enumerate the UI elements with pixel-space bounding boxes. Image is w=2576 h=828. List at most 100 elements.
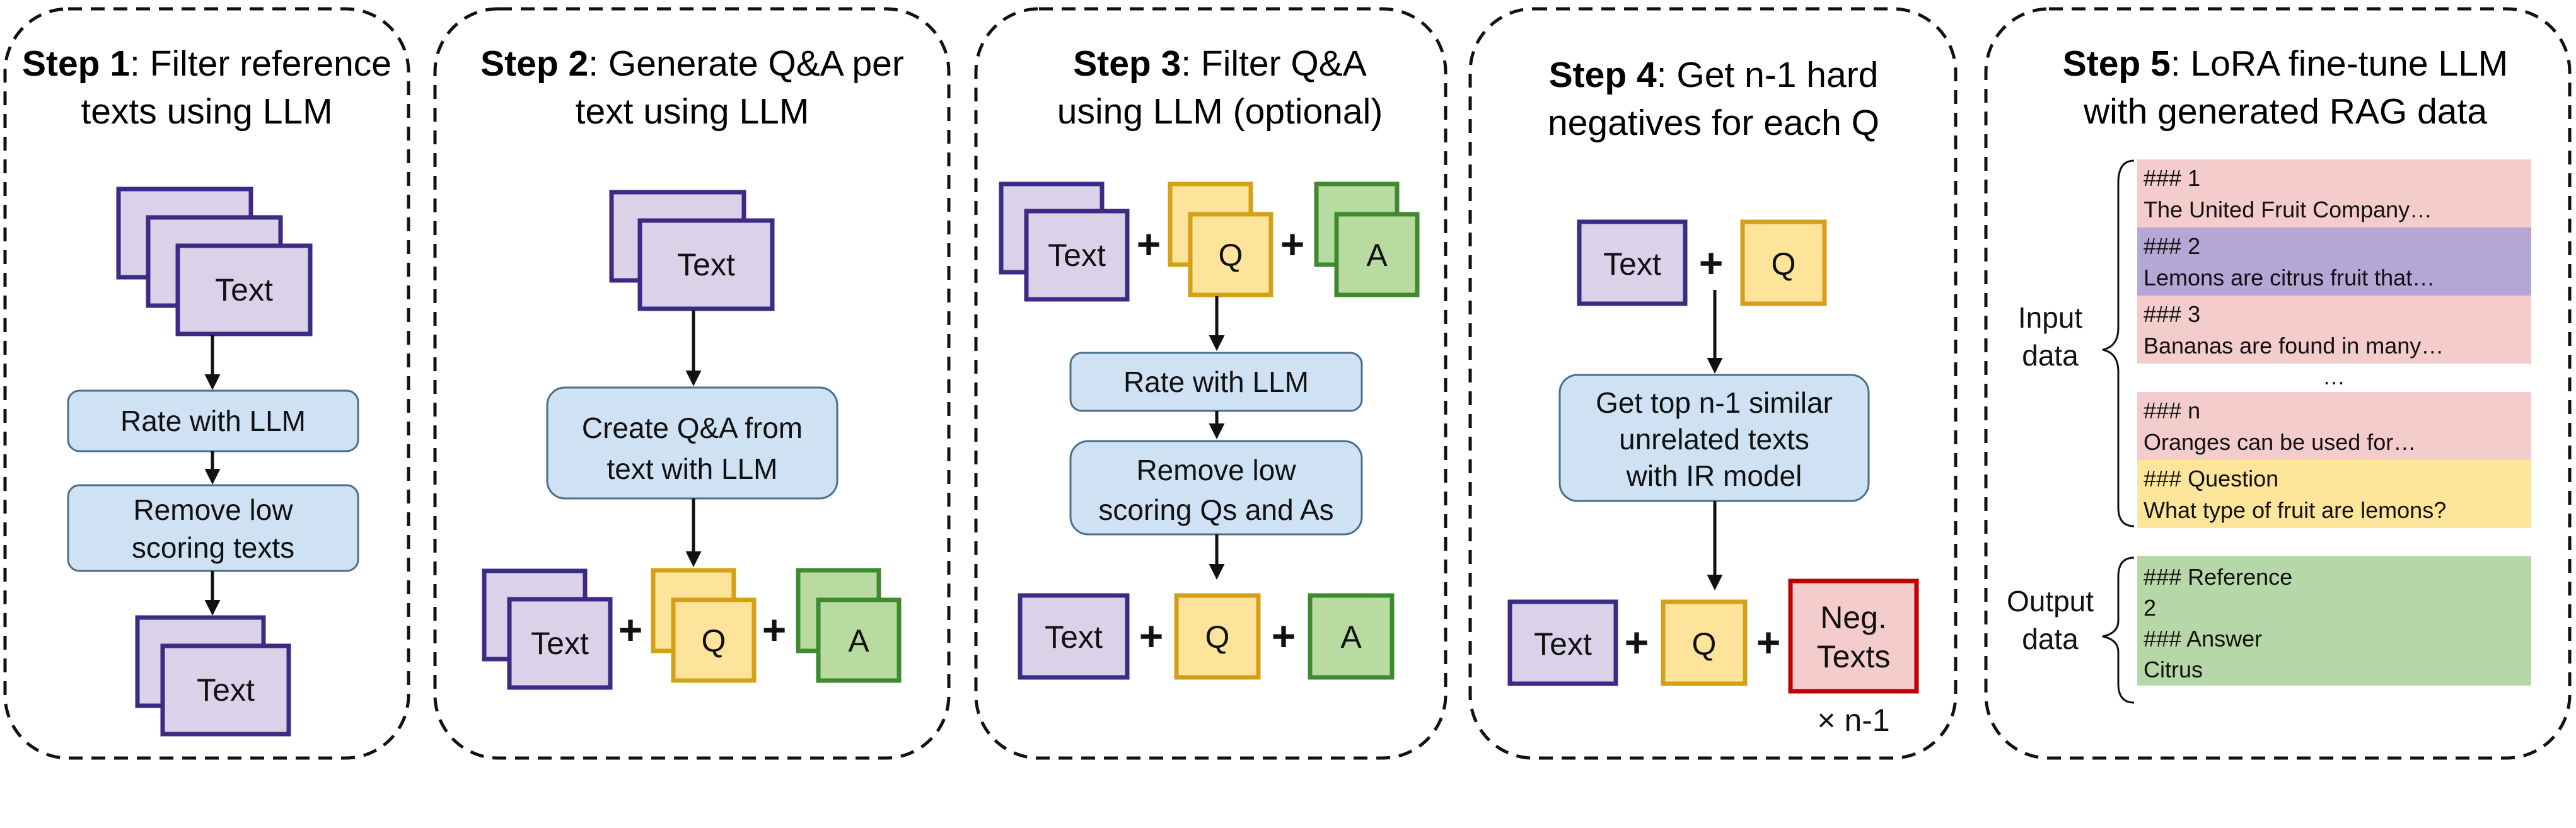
step-4-output-neg-texts: Neg. Texts xyxy=(1788,578,1919,694)
neg-texts-label: Texts xyxy=(1817,639,1891,674)
step-4-panel: Step 4: Get n-1 hard negatives for each … xyxy=(1468,7,1958,760)
step-3-title-line2: using LLM (optional) xyxy=(1057,91,1383,132)
process-label: Rate with LLM xyxy=(1123,365,1309,398)
step-4-process-ir: Get top n-1 similar unrelated texts with… xyxy=(1558,374,1870,502)
output-data-label: Output xyxy=(2007,585,2094,618)
process-label: scoring Qs and As xyxy=(1098,493,1333,526)
a-box-label: A xyxy=(1366,238,1388,273)
output-block: ### Reference 2 ### Answer Citrus xyxy=(2137,556,2531,686)
multiplier-label: × n-1 xyxy=(1817,703,1889,738)
a-box-label: A xyxy=(848,623,869,658)
step-4-output-text: Text xyxy=(1507,599,1618,686)
step-4-output-q: Q xyxy=(1661,599,1748,686)
q-box-label: Q xyxy=(1772,246,1796,282)
process-label: with IR model xyxy=(1626,459,1802,492)
step-1-panel: Step 1: Filter reference texts using LLM… xyxy=(3,7,410,760)
plus-sign: + xyxy=(618,606,643,653)
step-3-process-rate: Rate with LLM xyxy=(1069,352,1363,412)
rag-line: Oranges can be used for… xyxy=(2144,429,2416,455)
step-3-title: Step 3: Filter Q&A xyxy=(1073,43,1367,84)
process-label: Get top n-1 similar xyxy=(1596,386,1833,419)
text-box-label: Text xyxy=(1045,619,1103,655)
step-1-title: Step 1: Filter reference xyxy=(22,43,392,84)
text-box-label: Text xyxy=(1048,238,1106,273)
rag-line: ### 1 xyxy=(2144,165,2200,191)
process-label: unrelated texts xyxy=(1619,423,1809,456)
step-2-output-text: Text xyxy=(482,568,613,690)
rag-line: ### n xyxy=(2144,398,2200,423)
rag-line: The United Fruit Company… xyxy=(2144,197,2432,222)
rag-line: What type of fruit are lemons? xyxy=(2144,497,2446,523)
rag-line: ### Question xyxy=(2144,466,2278,492)
step-1-title-line2: texts using LLM xyxy=(81,91,332,132)
input-row-2: ### 2 Lemons are citrus fruit that… xyxy=(2137,227,2531,296)
q-box-label: Q xyxy=(1205,619,1230,655)
text-box-label: Text xyxy=(215,272,273,308)
step-2-title-line2: text using LLM xyxy=(576,91,809,132)
step-5-panel: Step 5: LoRA fine-tune LLM with generate… xyxy=(1984,7,2572,760)
process-label: Remove low xyxy=(1136,454,1296,486)
text-box-label: Text xyxy=(531,626,589,661)
input-brace xyxy=(2102,159,2135,527)
step-3-output-a: A xyxy=(1308,593,1395,680)
q-box-label: Q xyxy=(1219,238,1243,273)
rag-line: Lemons are citrus fruit that… xyxy=(2144,265,2435,290)
plus-sign: + xyxy=(1137,221,1161,267)
rag-line: ### 2 xyxy=(2144,233,2200,259)
text-box-label: Text xyxy=(1534,626,1592,662)
step-1-process-remove: Remove low scoring texts xyxy=(67,484,359,572)
process-label: Rate with LLM xyxy=(120,405,306,437)
step-3-output-text: Text xyxy=(1018,593,1130,680)
output-data-label: data xyxy=(2022,623,2079,655)
step-2-text-stack: Text xyxy=(609,190,775,311)
input-row-question: ### Question What type of fruit are lemo… xyxy=(2137,460,2531,528)
input-row-n: ### n Oranges can be used for… xyxy=(2137,392,2531,460)
process-label: text with LLM xyxy=(607,452,778,485)
step-4-input-q: Q xyxy=(1740,219,1827,306)
neg-texts-label: Neg. xyxy=(1820,600,1887,635)
text-box-label: Text xyxy=(197,672,255,708)
text-box-label: Text xyxy=(1603,246,1661,282)
step-4-input-text: Text xyxy=(1577,219,1688,306)
step-2-process-create: Create Q&A from text with LLM xyxy=(546,386,838,500)
step-3-output-q: Q xyxy=(1174,593,1261,680)
process-label: Create Q&A from xyxy=(582,411,803,444)
plus-sign: + xyxy=(1625,619,1649,665)
rag-line: ### Answer xyxy=(2144,626,2262,652)
plus-sign: + xyxy=(1280,221,1305,267)
step-2-output-q: Q xyxy=(651,568,757,683)
input-ellipsis: … xyxy=(2323,364,2345,389)
output-brace xyxy=(2102,556,2135,704)
plus-sign: + xyxy=(1756,619,1781,665)
plus-sign: + xyxy=(762,606,787,653)
step-2-output-a: A xyxy=(796,568,902,683)
step-4-title-line2: negatives for each Q xyxy=(1548,103,1879,143)
process-label: Remove low xyxy=(133,493,293,526)
rag-line: ### Reference xyxy=(2144,564,2292,590)
step-3-input-text: Text xyxy=(999,181,1130,302)
plus-sign: + xyxy=(1272,612,1296,659)
rag-line: Citrus xyxy=(2144,657,2203,682)
rag-line: ### 3 xyxy=(2144,301,2200,327)
rag-line: 2 xyxy=(2144,595,2156,621)
step-1-text-stack-top: Text xyxy=(116,187,313,336)
step-3-input-a: A xyxy=(1314,181,1420,297)
step-3-input-q: Q xyxy=(1168,181,1273,297)
process-label: scoring texts xyxy=(132,531,294,564)
text-box-label: Text xyxy=(677,247,735,282)
step-1-process-rate: Rate with LLM xyxy=(67,389,359,452)
input-data-label: Input xyxy=(2018,301,2083,334)
plus-sign: + xyxy=(1699,239,1724,286)
q-box-label: Q xyxy=(1692,626,1717,662)
step-3-process-remove: Remove low scoring Qs and As xyxy=(1069,440,1363,536)
step-1-text-stack-bottom: Text xyxy=(135,615,291,737)
step-4-title: Step 4: Get n-1 hard xyxy=(1549,55,1879,95)
a-box-label: A xyxy=(1340,619,1362,655)
input-data-label: data xyxy=(2022,339,2079,372)
step-5-title: Step 5: LoRA fine-tune LLM xyxy=(2063,43,2509,84)
step-2-title: Step 2: Generate Q&A per xyxy=(480,43,904,84)
q-box-label: Q xyxy=(702,623,726,658)
rag-line: Bananas are found in many… xyxy=(2144,333,2444,359)
step-2-panel: Step 2: Generate Q&A per text using LLM … xyxy=(433,7,951,760)
